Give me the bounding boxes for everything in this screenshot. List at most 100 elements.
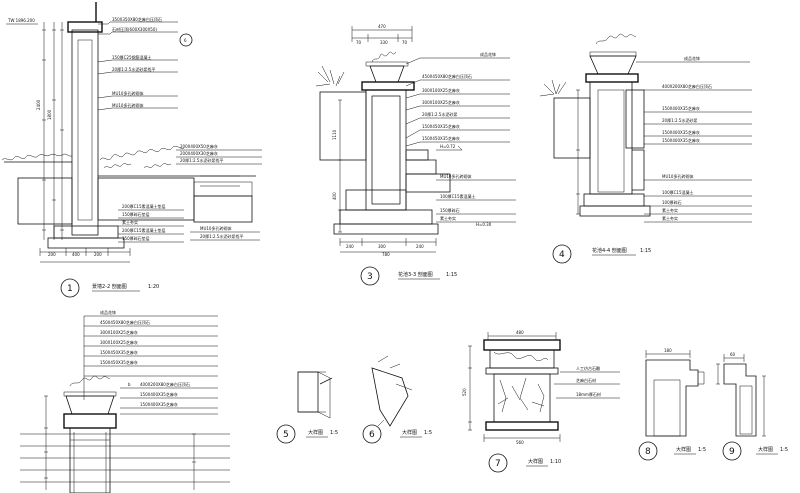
svg-text:150厚碎石: 150厚碎石 (440, 207, 460, 213)
svg-text:20厚1:2.5水泥砂浆找平: 20厚1:2.5水泥砂浆找平 (112, 66, 155, 72)
svg-text:花池4-4 剖面图: 花池4-4 剖面图 (592, 247, 627, 254)
svg-text:240: 240 (346, 244, 354, 249)
svg-text:150X450X35芝麻灰: 150X450X35芝麻灰 (100, 359, 138, 365)
svg-text:H=0.30: H=0.30 (476, 222, 492, 227)
corner-label: TW 1896.200 (7, 18, 35, 23)
svg-text:200: 200 (48, 252, 56, 257)
detail-9-shape (723, 363, 757, 437)
svg-text:200厚C15素混凝土垫层: 200厚C15素混凝土垫层 (122, 227, 166, 233)
svg-text:景墙2-2 剖面图: 景墙2-2 剖面图 (92, 283, 127, 290)
detail-8: 180 8 大样图 1:5 (638, 348, 706, 461)
svg-text:150X450X35芝麻灰: 150X450X35芝麻灰 (100, 349, 138, 355)
svg-text:1:5: 1:5 (424, 430, 432, 436)
svg-text:20厚1:2.5水泥砂浆: 20厚1:2.5水泥砂浆 (422, 111, 457, 117)
svg-text:350X350X80芝麻白压顶石: 350X350X80芝麻白压顶石 (112, 16, 162, 22)
elev-column (69, 427, 111, 493)
svg-text:9: 9 (729, 447, 735, 457)
detail-6-shape (371, 367, 409, 427)
svg-text:8: 8 (645, 447, 651, 457)
svg-text:300X100X25芝麻灰: 300X100X25芝麻灰 (422, 87, 460, 93)
svg-text:素土夯实: 素土夯实 (662, 207, 678, 213)
svg-text:1:20: 1:20 (148, 284, 159, 290)
detail-6: 6 大样图 1:5 (362, 355, 432, 444)
svg-text:大样图: 大样图 (402, 429, 417, 436)
detail-9: 60 9 大样图 1:5 (716, 352, 788, 461)
svg-text:MU10多孔砖砌体: MU10多孔砖砌体 (440, 173, 471, 179)
svg-text:780: 780 (382, 252, 390, 257)
svg-text:7: 7 (495, 459, 501, 469)
svg-text:6: 6 (369, 430, 375, 440)
svg-text:MU10多孔砖砌体: MU10多孔砖砌体 (112, 90, 143, 96)
detail-1-section: TW 1896.200 2400 1800 350X350X80芝麻白压顶石 石… (1, 2, 262, 298)
detail-4-section: 成品花钵 400X200X80芝麻白压顶石 150X400X35芝麻灰 20厚1… (539, 33, 752, 264)
planter-pot-4 (589, 55, 637, 75)
svg-text:100厚碎石: 100厚碎石 (662, 199, 682, 205)
svg-text:560: 560 (516, 440, 524, 445)
svg-text:450X450X80芝麻白压顶石: 450X450X80芝麻白压顶石 (422, 73, 472, 79)
svg-text:300X100X25芝麻灰: 300X100X25芝麻灰 (422, 99, 460, 105)
svg-text:450X450X80芝麻白压顶石: 450X450X80芝麻白压顶石 (100, 319, 150, 325)
svg-text:石材压顶(600X300X50): 石材压顶(600X300X50) (112, 26, 157, 32)
svg-text:MU10多孔砖砌体: MU10多孔砖砌体 (662, 173, 693, 179)
svg-text:150X400X35芝麻灰: 150X400X35芝麻灰 (662, 129, 700, 135)
detail-5-marker (276, 424, 296, 444)
detail-8-marker (638, 441, 658, 461)
svg-text:大样图: 大样图 (758, 446, 773, 453)
svg-text:150厚C25钢筋混凝土: 150厚C25钢筋混凝土 (112, 54, 152, 60)
svg-text:150X450X35芝麻灰: 150X450X35芝麻灰 (422, 123, 460, 129)
svg-text:3: 3 (367, 272, 373, 282)
svg-text:330: 330 (380, 40, 388, 45)
svg-text:70: 70 (356, 40, 362, 45)
svg-text:150厚碎石垫层: 150厚碎石垫层 (122, 235, 150, 241)
svg-text:成品花钵: 成品花钵 (684, 55, 700, 61)
svg-text:1:10: 1:10 (550, 459, 561, 465)
svg-text:花池3-3 剖面图: 花池3-3 剖面图 (398, 271, 433, 278)
svg-text:1:15: 1:15 (446, 272, 457, 278)
svg-text:大样图: 大样图 (676, 446, 691, 453)
svg-text:400X200X80芝麻白压顶石: 400X200X80芝麻白压顶石 (662, 83, 712, 89)
wall-coping (67, 21, 103, 33)
detail-1-marker (60, 278, 80, 298)
detail-3-section: 470 70 330 70 H=0.72 1110 400 24 (315, 24, 516, 286)
svg-text:大样图: 大样图 (308, 429, 323, 436)
paving-left (17, 177, 73, 225)
svg-text:20厚1:2.5水泥砂浆: 20厚1:2.5水泥砂浆 (662, 117, 697, 123)
detail-3-marker (360, 266, 380, 286)
svg-text:MU10多孔砖砌体: MU10多孔砖砌体 (112, 102, 143, 108)
svg-text:素土夯实: 素土夯实 (122, 219, 138, 225)
svg-text:20厚1:2.5水泥砂浆找平: 20厚1:2.5水泥砂浆找平 (180, 157, 223, 163)
svg-text:150X450X35芝麻灰: 150X450X35芝麻灰 (422, 135, 460, 141)
svg-text:1:5: 1:5 (780, 447, 788, 453)
svg-text:400: 400 (332, 192, 337, 200)
svg-text:300X100X25芝麻灰: 300X100X25芝麻灰 (100, 329, 138, 335)
planter-brick-face (319, 91, 367, 161)
svg-text:1:5: 1:5 (330, 430, 338, 436)
svg-text:150X400X35芝麻灰: 150X400X35芝麻灰 (140, 391, 178, 397)
planter-4-brick (553, 97, 591, 159)
svg-text:300X100X25芝麻灰: 300X100X25芝麻灰 (100, 339, 138, 345)
svg-text:4: 4 (559, 250, 565, 260)
detail-5-shape (297, 371, 319, 413)
svg-text:20厚1:2.5水泥砂浆找平: 20厚1:2.5水泥砂浆找平 (200, 233, 243, 239)
svg-text:100厚C15素混凝土: 100厚C15素混凝土 (440, 193, 476, 199)
wall-footing (53, 225, 119, 239)
svg-text:成品花钵: 成品花钵 (100, 309, 116, 315)
detail-7-marker (488, 453, 508, 473)
d7-cap (483, 339, 561, 351)
svg-text:18mm厚石材: 18mm厚石材 (576, 391, 601, 397)
svg-text:470: 470 (378, 24, 386, 29)
detail-9-marker (722, 441, 742, 461)
svg-text:300: 300 (378, 244, 386, 249)
svg-text:1: 1 (67, 284, 73, 294)
planter-footing (339, 209, 433, 225)
svg-text:400X200X80芝麻白压顶石: 400X200X80芝麻白压顶石 (140, 381, 190, 387)
svg-text:5: 5 (283, 430, 289, 440)
svg-text:480: 480 (516, 330, 524, 335)
svg-text:60: 60 (730, 352, 736, 357)
planter-pot (369, 65, 405, 83)
svg-text:400: 400 (72, 252, 80, 257)
svg-text:MU10多孔砖砌体: MU10多孔砖砌体 (200, 225, 231, 231)
svg-text:1:5: 1:5 (698, 447, 706, 453)
svg-text:1110: 1110 (332, 129, 337, 140)
